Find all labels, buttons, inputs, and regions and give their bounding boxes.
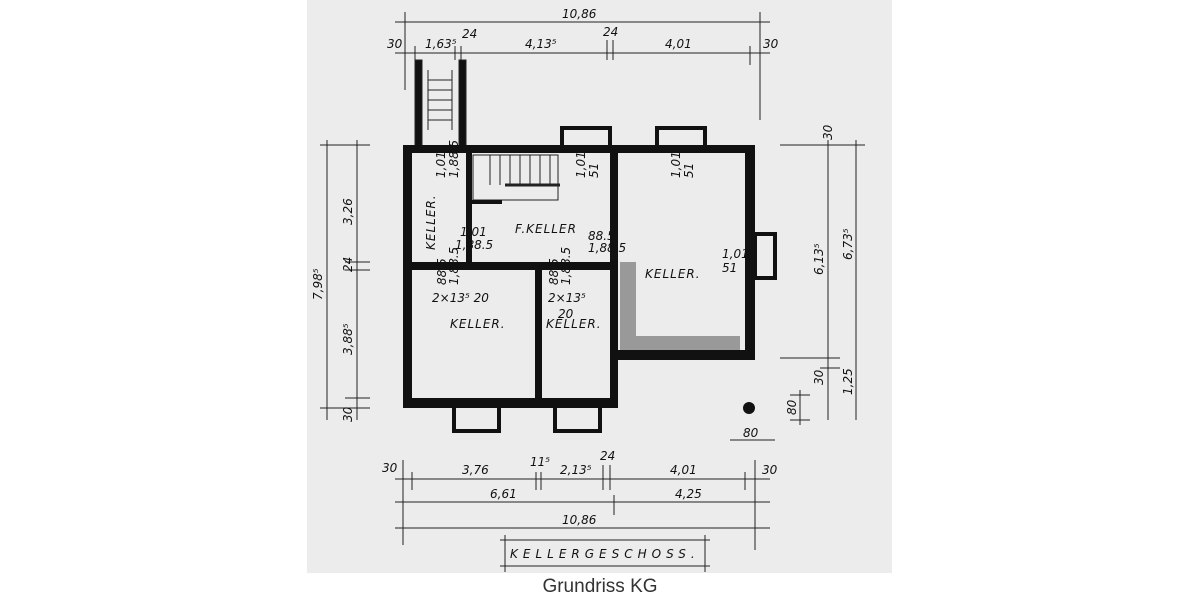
dimension-label: 30	[812, 369, 826, 385]
opening-width: 88.5	[435, 258, 449, 285]
opening-width: 88.5	[547, 258, 561, 285]
dimension-lines	[320, 12, 865, 572]
opening-height: 51	[682, 163, 696, 178]
dimension-label: 3,88⁵	[341, 323, 355, 355]
dimension-label: 30	[763, 37, 779, 51]
opening-height: 1,88.5	[447, 140, 461, 178]
dimension-label: 24	[341, 257, 355, 272]
walls	[403, 145, 755, 408]
opening-width: 1,01	[460, 225, 487, 239]
dimension-label: 30	[387, 37, 403, 51]
window-wells	[452, 126, 777, 433]
opening-width: 1,01	[669, 151, 683, 178]
opening-width: 88.5	[588, 229, 615, 243]
side-dimensions: 7,98⁵ 3,26 24 3,88⁵ 30 30 6,13⁵ 6,73⁵ 30…	[311, 124, 855, 440]
dimension-label: 6,13⁵	[812, 243, 826, 275]
opening-label: 2×13⁵	[548, 291, 586, 305]
dimension-label: 3,26	[341, 198, 355, 225]
opening-height: 1,88.5	[455, 238, 493, 252]
dimension-label: 24	[603, 25, 618, 39]
hatched-area	[620, 336, 740, 350]
floor-plan: KELLER. F.KELLER KELLER. KELLER. KELLER.…	[307, 0, 892, 573]
floor-plan-drawing: KELLER. F.KELLER KELLER. KELLER. KELLER.…	[311, 7, 865, 572]
opening-height: 1,88.5	[447, 247, 461, 285]
caption: Grundriss KG	[542, 576, 658, 597]
dimension-label: 4,25	[675, 487, 702, 501]
dimension-label: 6,73⁵	[841, 228, 855, 260]
opening-height: 1,88.5	[588, 241, 626, 255]
dimension-label: 3,76	[462, 463, 489, 477]
dimension-label: 30	[382, 461, 398, 475]
opening-height: 51	[587, 163, 601, 178]
dimension-label: 24	[462, 27, 477, 41]
dimension-label: 80	[785, 399, 799, 415]
top-dimensions: 10,86 30 1,63⁵ 24 4,13⁵ 24 4,01 30	[387, 7, 779, 51]
dimension-label: 10,86	[562, 513, 597, 527]
bottom-dimensions: 30 3,76 11⁵ 2,13⁵ 24 4,01 30 6,61 4,25 1…	[382, 449, 778, 561]
opening-width: 1,01	[434, 151, 448, 178]
inner-stair	[472, 154, 560, 201]
entrance-stair	[414, 59, 467, 151]
room-label: KELLER.	[645, 267, 701, 281]
opening-label: 20	[558, 307, 574, 321]
dimension-label: 1,25	[841, 368, 855, 395]
dimension-label: 6,61	[490, 487, 517, 501]
room-label: KELLER.	[424, 194, 438, 250]
room-label: KELLER.	[450, 317, 506, 331]
chimney	[743, 402, 755, 414]
opening-width: 1,01	[722, 247, 749, 261]
opening-labels: 1,01 1,88.5 1,01 51 1,01 51 1,01 1,88.5 …	[432, 140, 749, 321]
dimension-label: 11⁵	[530, 455, 550, 469]
dimension-label: 1,63⁵	[425, 37, 457, 51]
dimension-label: 30	[821, 124, 835, 140]
room-label: F.KELLER	[515, 222, 577, 236]
plan-title: KELLERGESCHOSS.	[510, 547, 700, 561]
room-label: KELLER.	[546, 317, 602, 331]
dimension-label: 30	[341, 406, 355, 422]
dimension-label: 7,98⁵	[311, 268, 325, 300]
hatched-area	[620, 262, 636, 350]
dimension-label: 4,01	[665, 37, 692, 51]
opening-height: 1,88.5	[559, 247, 573, 285]
opening-width: 1,01	[574, 151, 588, 178]
dimension-label: 4,13⁵	[525, 37, 557, 51]
dimension-label: 80	[743, 426, 759, 440]
opening-label: 2×13⁵ 20	[432, 291, 489, 305]
dimension-label: 10,86	[562, 7, 597, 21]
dimension-label: 4,01	[670, 463, 697, 477]
opening-height: 51	[722, 261, 737, 275]
dimension-label: 30	[762, 463, 778, 477]
dimension-label: 2,13⁵	[560, 463, 592, 477]
dimension-label: 24	[600, 449, 615, 463]
